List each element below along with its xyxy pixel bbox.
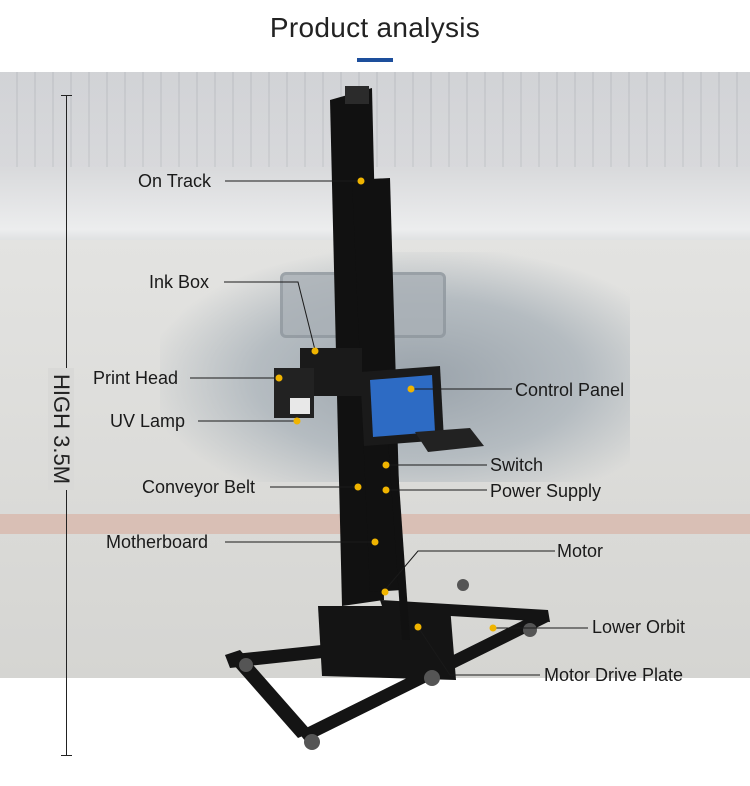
- marker-motor: [381, 588, 389, 596]
- leader-ink-box: [224, 281, 316, 351]
- label-motor: Motor: [557, 541, 604, 561]
- label-conveyor-belt: Conveyor Belt: [142, 477, 256, 497]
- caster-2: [304, 734, 320, 750]
- marker-ink-box: [311, 347, 319, 355]
- label-on-track: On Track: [138, 171, 212, 191]
- caster-5: [457, 579, 469, 591]
- base-rail-back: [380, 600, 550, 622]
- label-lower-orbit: Lower Orbit: [592, 617, 686, 637]
- label-uv-lamp: UV Lamp: [110, 411, 186, 431]
- caster-4: [523, 623, 537, 637]
- base-rail-left: [225, 650, 312, 738]
- uv-lamp-body: [290, 398, 310, 414]
- marker-motherboard: [371, 538, 379, 546]
- marker-on-track: [357, 177, 365, 185]
- height-scale-bottom-cap: [61, 755, 72, 756]
- casters: [239, 579, 537, 750]
- height-scale-label: HIGH 3.5M: [48, 368, 74, 491]
- title-underline: [357, 58, 393, 62]
- label-switch: Switch: [490, 455, 544, 475]
- mast-top-cap: [345, 86, 369, 104]
- label-print-head: Print Head: [93, 368, 179, 388]
- caster-1: [239, 658, 253, 672]
- leader-lines: [190, 180, 588, 676]
- marker-conveyor-belt: [354, 483, 362, 491]
- marker-motor-drive-plate: [414, 623, 422, 631]
- markers: [275, 177, 497, 632]
- label-motherboard: Motherboard: [106, 532, 209, 552]
- marker-control-panel: [407, 385, 415, 393]
- label-ink-box: Ink Box: [149, 272, 210, 292]
- height-scale-top-cap: [61, 95, 72, 96]
- marker-lower-orbit: [489, 624, 497, 632]
- marker-power-supply: [382, 486, 390, 494]
- marker-print-head: [275, 374, 283, 382]
- caster-3: [424, 670, 440, 686]
- marker-switch: [382, 461, 390, 469]
- mast: [330, 86, 402, 606]
- leader-motor-drive-plate: [417, 626, 540, 676]
- label-control-panel: Control Panel: [515, 380, 625, 400]
- print-head-assembly: [274, 348, 362, 418]
- label-motor-drive-plate: Motor Drive Plate: [544, 665, 684, 685]
- label-power-supply: Power Supply: [490, 481, 602, 501]
- background-roof: [0, 72, 750, 167]
- base-frame: [225, 600, 550, 742]
- base-box: [318, 606, 456, 680]
- leader-motor: [384, 550, 555, 591]
- marker-uv-lamp: [293, 417, 301, 425]
- keyboard-tray: [415, 428, 484, 452]
- control-panel-assembly: [360, 366, 484, 640]
- page-title: Product analysis: [269, 12, 481, 43]
- panel-screen: [370, 375, 435, 437]
